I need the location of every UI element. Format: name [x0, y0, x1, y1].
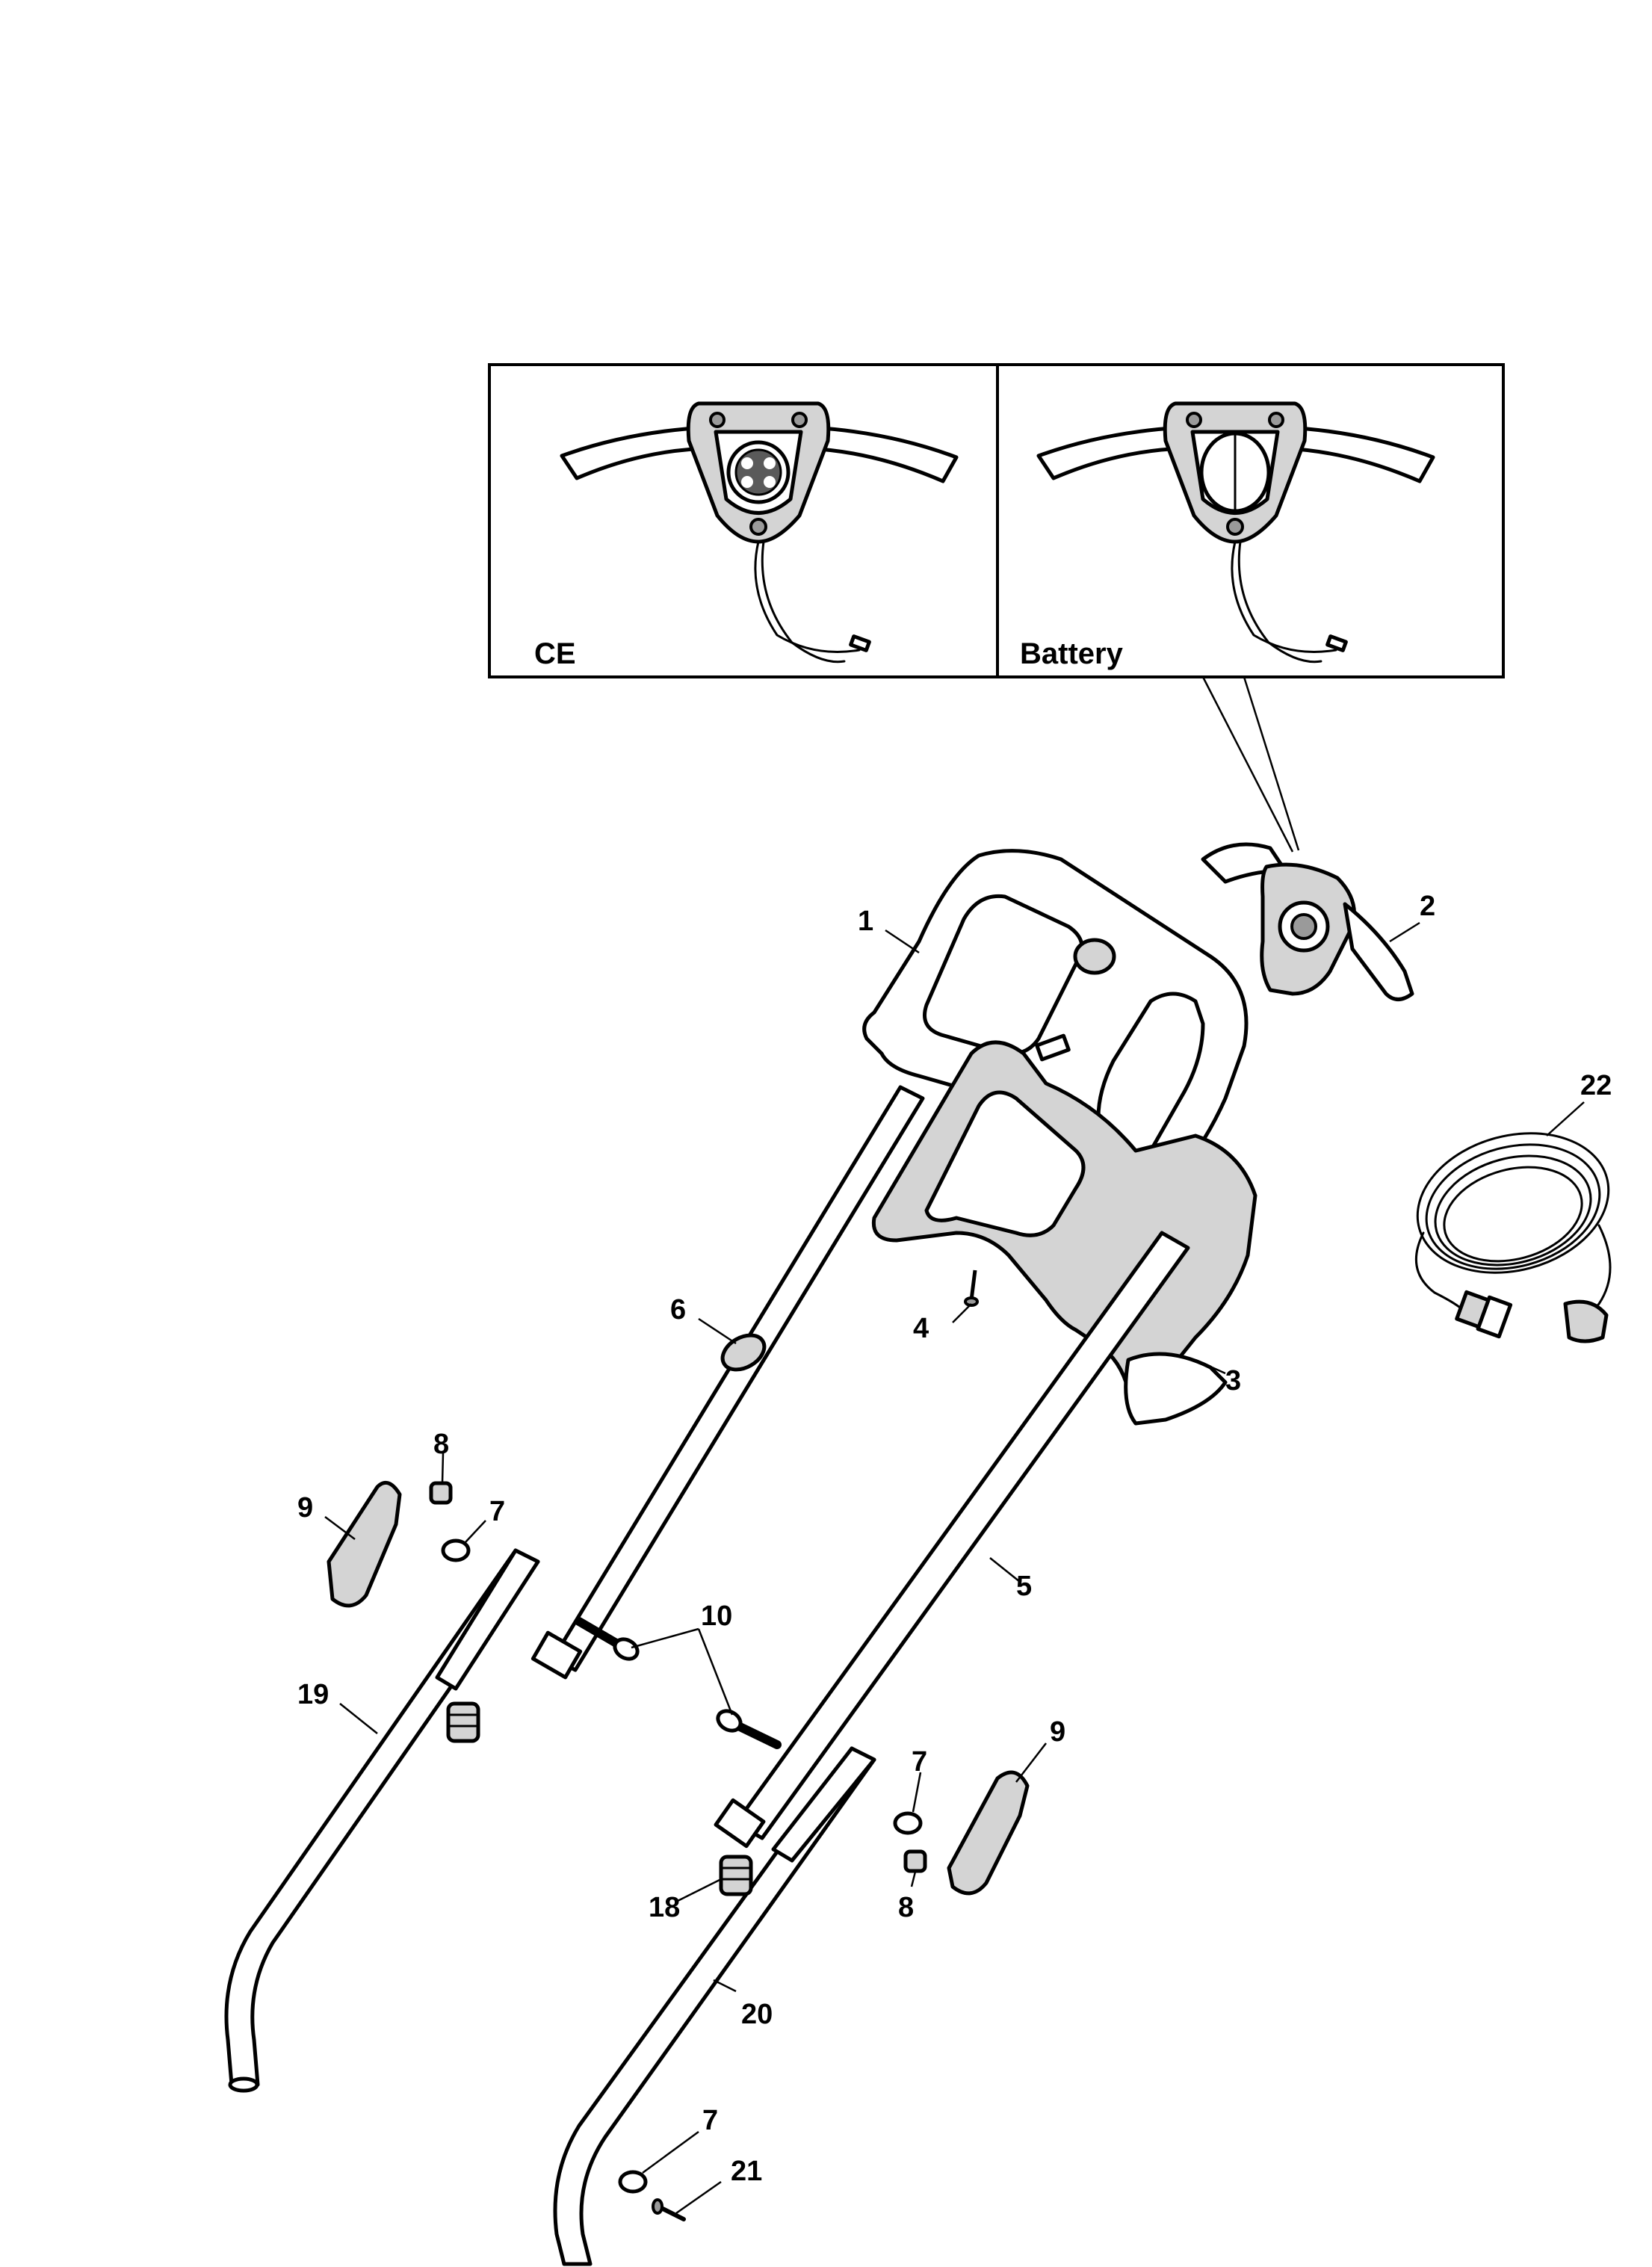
lower-frame-window [924, 1090, 1086, 1237]
handle-grommet-icon [1073, 938, 1116, 975]
battery-screw-icon [1186, 412, 1202, 428]
inset-box: CE Battery [488, 363, 1505, 853]
callout-labels: 1 2 3 4 5 6 7 7 7 8 8 9 9 10 18 19 20 21… [297, 891, 1612, 2187]
part-4-screw [964, 1269, 979, 1307]
callout-7b: 7 [912, 1746, 927, 1778]
callout-19: 19 [297, 1679, 329, 1710]
callout-21: 21 [731, 2156, 762, 2187]
handle-slot [1035, 1033, 1071, 1062]
callout-18: 18 [649, 1892, 680, 1923]
inset-label-ce: CE [534, 637, 576, 670]
battery-control-panel [1036, 401, 1435, 664]
socket-icon [726, 440, 791, 504]
callout-7c: 7 [702, 2105, 718, 2136]
callout-6: 6 [670, 1294, 686, 1326]
part-19-left-lower-tube [224, 1548, 540, 2093]
part-10-bolt-upper [575, 1617, 640, 1661]
battery-connector-icon [1325, 634, 1348, 652]
callout-22: 22 [1580, 1070, 1612, 1101]
ce-control-panel [560, 401, 959, 664]
part-22-cable [1414, 1132, 1612, 1343]
ce-screw-icon [791, 412, 808, 428]
part-10-bolt-lower [716, 1709, 782, 1749]
callout-1: 1 [858, 906, 873, 937]
ce-cable [761, 540, 846, 664]
battery-screw-icon [1268, 412, 1284, 428]
tube-end [714, 1798, 766, 1849]
right-upper-tube [734, 1231, 1190, 1840]
part-5-right-upper-tube [714, 1231, 1190, 1849]
inset-pointer [1243, 676, 1300, 851]
callout-2: 2 [1420, 891, 1435, 922]
plug-icon [1563, 1299, 1609, 1343]
part-7-washer-bottom [618, 2170, 648, 2194]
battery-screw-icon [1226, 518, 1244, 536]
callout-8b: 8 [898, 1892, 914, 1923]
plug-icon [1455, 1290, 1513, 1339]
tube-end [228, 2076, 259, 2093]
lower-frame-clamp [1124, 1352, 1228, 1426]
ce-screw-icon [709, 412, 726, 428]
right-lower-tube-clamp [771, 1746, 876, 1863]
callout-4: 4 [913, 1313, 929, 1344]
ce-screw-icon [749, 518, 767, 536]
cable-lead [1414, 1231, 1466, 1313]
callout-7a: 7 [489, 1496, 505, 1527]
tube-end [530, 1630, 583, 1680]
cable-coil-icon [1416, 1132, 1610, 1274]
part-1-upper-handle [862, 849, 1249, 1237]
callout-9a: 9 [297, 1492, 313, 1524]
battery-cable [1237, 540, 1322, 664]
callout-3: 3 [1225, 1365, 1241, 1397]
battery-right-lever [1281, 425, 1435, 483]
part-2-switch-box [1201, 842, 1414, 1001]
leader-lines [324, 921, 1585, 2215]
part-8-cap-left [429, 1481, 453, 1505]
part-20-right-lower-tube [553, 1746, 876, 2266]
part-9-left-grip [327, 1480, 402, 1608]
tube-collar [720, 1333, 767, 1372]
part-9-right-grip [947, 1770, 1030, 1896]
left-upper-tube [551, 1085, 925, 1672]
switch-knob-icon [1290, 913, 1317, 940]
battery-cable [1231, 540, 1337, 653]
switch-lever-bottom [1343, 902, 1414, 1001]
callout-8a: 8 [433, 1429, 449, 1460]
ce-connector-icon [849, 634, 871, 652]
part-18-knob-right [719, 1855, 753, 1896]
callout-5: 5 [1016, 1571, 1032, 1602]
cable-lead [1586, 1224, 1612, 1317]
part-7-washer-left [441, 1538, 471, 1562]
part-18-knob-left [446, 1701, 480, 1743]
part-7-washer-right [893, 1811, 923, 1835]
part-6-left-upper-tube [530, 1085, 925, 1680]
left-lower-tube-clamp [435, 1548, 540, 1691]
ce-right-lever [805, 425, 959, 483]
part-21-screw [652, 2198, 686, 2221]
callout-9b: 9 [1050, 1716, 1065, 1748]
callout-10: 10 [701, 1600, 732, 1632]
callout-20: 20 [741, 1999, 773, 2030]
battery-cover-icon [1199, 431, 1271, 513]
ce-cable [754, 540, 861, 653]
part-8-cap-right [903, 1849, 927, 1873]
inset-label-battery: Battery [1020, 637, 1124, 670]
inset-pointer [1201, 676, 1294, 853]
part-3-lower-frame [871, 1040, 1257, 1426]
